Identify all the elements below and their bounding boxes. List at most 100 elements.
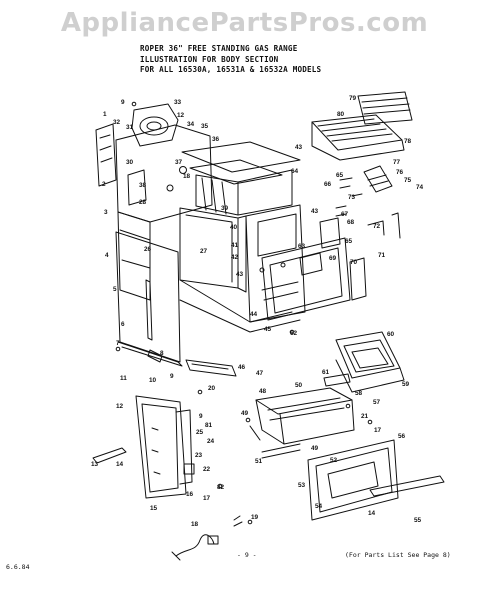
part-callout: 35 (201, 123, 209, 130)
part-callout: 31 (126, 124, 134, 131)
part-callout: 63 (298, 243, 306, 250)
part-callout: 48 (259, 388, 267, 395)
part-callout: 9 (121, 99, 125, 106)
part-callout: 27 (200, 248, 208, 255)
part-callout: 38 (139, 182, 147, 189)
footer-parts-list-note: (For Parts List See Page 8) (345, 551, 451, 559)
part-callout: 49 (311, 445, 319, 452)
part-callout: 6 (121, 321, 125, 328)
part-callout: 26 (144, 246, 152, 253)
part-callout: 44 (250, 311, 258, 318)
part-callout: 37 (175, 159, 183, 166)
screws (115, 101, 373, 525)
part-callout: 69 (329, 255, 337, 262)
part-callout: 3 (104, 209, 108, 216)
part-callout: 57 (373, 399, 381, 406)
part-callout: 10 (149, 377, 157, 384)
part-callout: 9 (170, 373, 174, 380)
part-callout: 62 (290, 330, 298, 337)
part-callout: 80 (337, 111, 345, 118)
front-frame (261, 212, 401, 321)
part-callout: 55 (414, 517, 422, 524)
broiler-drawer (92, 359, 237, 499)
part-callout: 36 (212, 136, 220, 143)
part-callout: 17 (203, 495, 211, 502)
part-callout: 15 (150, 505, 158, 512)
part-callout: 13 (91, 461, 99, 468)
broiler-rack (311, 91, 413, 161)
part-callout: 12 (116, 403, 124, 410)
part-callout: 20 (208, 385, 216, 392)
part-callout: 46 (238, 364, 246, 371)
part-callout: 45 (264, 326, 272, 333)
part-callout: 8 (160, 350, 164, 357)
left-outer-panel (115, 231, 183, 367)
part-callout: 79 (349, 95, 357, 102)
diagram-title: ROPER 36" FREE STANDING GAS RANGE ILLUST… (140, 44, 370, 76)
part-callout: 17 (374, 427, 382, 434)
part-callout: 74 (416, 184, 424, 191)
part-callout: 19 (251, 514, 259, 521)
title-line-2: ILLUSTRATION FOR BODY SECTION (140, 54, 279, 64)
part-callout: 75 (404, 177, 412, 184)
part-callout: 81 (205, 422, 213, 429)
part-callout: 56 (398, 433, 406, 440)
part-callout: 25 (196, 429, 204, 436)
part-callout: 65 (345, 238, 353, 245)
part-callout: 59 (402, 381, 410, 388)
part-callout: 60 (387, 331, 395, 338)
part-callout: 68 (347, 219, 355, 226)
part-callout: 52 (330, 457, 338, 464)
part-callout: 71 (378, 252, 386, 259)
part-callout: 18 (183, 173, 191, 180)
part-callout: 43 (295, 144, 303, 151)
part-callout: 72 (373, 223, 381, 230)
part-callout: 76 (396, 169, 404, 176)
watermark: AppliancePartsPros.com (60, 8, 429, 38)
part-callout: 1 (103, 111, 107, 118)
part-callout: 41 (231, 242, 239, 249)
storage-drawer (255, 331, 405, 445)
part-callout: 70 (350, 259, 358, 266)
part-callout: 66 (324, 181, 332, 188)
part-callout: 28 (139, 199, 147, 206)
part-callout: 7 (116, 340, 120, 347)
title-line-3: FOR ALL 16530A, 16531A & 16532A MODELS (140, 65, 322, 74)
part-callout: 47 (256, 370, 264, 377)
part-callout: 61 (322, 369, 330, 376)
part-callout: 16 (186, 491, 194, 498)
part-callout: 2 (102, 181, 106, 188)
part-callout: 43 (311, 208, 319, 215)
footer-date: 6.6.84 (6, 563, 30, 571)
part-callout: 21 (361, 413, 369, 420)
part-callout: 14 (368, 510, 376, 517)
part-callout: 51 (255, 458, 263, 465)
part-callout: 73 (348, 194, 356, 201)
part-callout: 23 (195, 452, 203, 459)
side-panel-assembly (95, 103, 213, 301)
part-callout: 50 (295, 382, 303, 389)
part-callout: 12 (177, 112, 185, 119)
part-callout: 65 (336, 172, 344, 179)
part-callout: 40 (230, 224, 238, 231)
part-callout: 67 (341, 211, 349, 218)
part-callout: 49 (241, 410, 249, 417)
part-callout: 78 (404, 138, 412, 145)
part-callout: 14 (116, 461, 124, 468)
part-callout: 77 (393, 159, 401, 166)
power-cord (171, 515, 243, 561)
title-line-1: ROPER 36" FREE STANDING GAS RANGE (140, 44, 298, 53)
part-callout: 39 (221, 205, 229, 212)
part-callout: 82 (217, 484, 225, 491)
part-callout: 54 (315, 503, 323, 510)
part-callout: 4 (105, 252, 109, 259)
part-callout: 58 (355, 390, 363, 397)
part-callout: 42 (231, 254, 239, 261)
part-callout: 33 (174, 99, 182, 106)
part-callout: 53 (298, 482, 306, 489)
part-callout: 18 (191, 521, 199, 528)
part-callout: 22 (203, 466, 211, 473)
part-callout: 43 (236, 271, 244, 278)
